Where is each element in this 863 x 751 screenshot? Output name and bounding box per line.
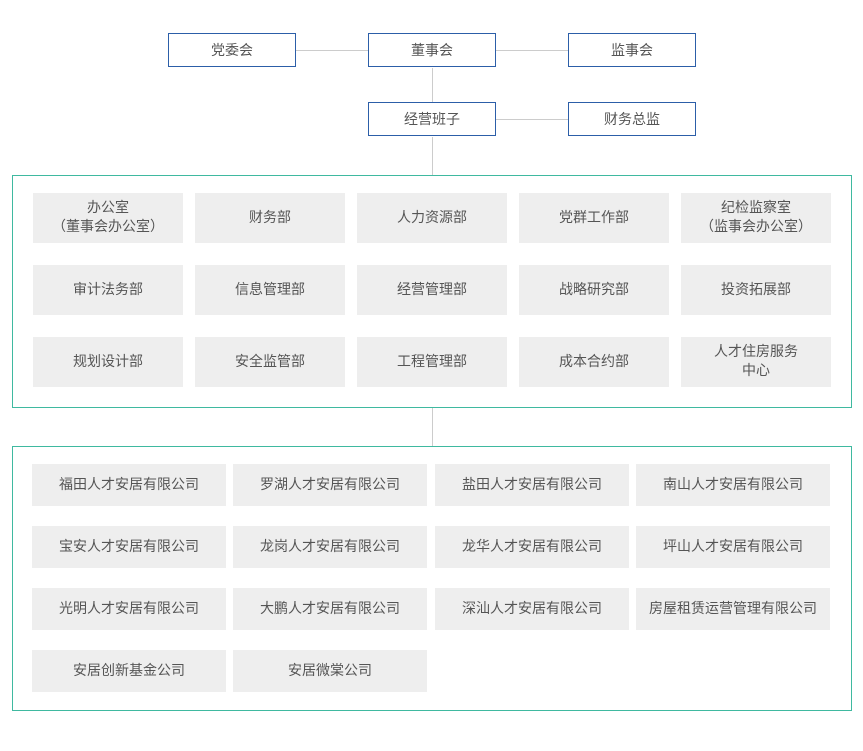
- subsidiary-cell: 安居创新基金公司: [32, 650, 226, 692]
- subsidiary-label: 房屋租赁运营管理有限公司: [649, 600, 817, 617]
- connector-party-board: [296, 50, 368, 51]
- department-cell: 工程管理部: [357, 337, 507, 387]
- party-committee-box: 党委会: [168, 33, 296, 67]
- department-label: 中心: [742, 363, 770, 379]
- department-label: 审计法务部: [73, 281, 143, 298]
- subsidiary-label: 深汕人才安居有限公司: [462, 600, 602, 617]
- subsidiary-cell: 大鹏人才安居有限公司: [233, 588, 427, 630]
- department-label: （监事会办公室）: [700, 219, 812, 235]
- cfo-box: 财务总监: [568, 102, 696, 136]
- department-cell: 财务部: [195, 193, 345, 243]
- subsidiary-label: 安居创新基金公司: [73, 662, 185, 679]
- department-cell: 办公室 （董事会办公室）: [33, 193, 183, 243]
- subsidiary-cell: 龙华人才安居有限公司: [435, 526, 629, 568]
- department-cell: 安全监管部: [195, 337, 345, 387]
- department-cell: 人力资源部: [357, 193, 507, 243]
- department-label: 办公室: [87, 200, 129, 216]
- department-cell: 纪检监察室 （监事会办公室）: [681, 193, 831, 243]
- department-cell: 审计法务部: [33, 265, 183, 315]
- subsidiary-label: 大鹏人才安居有限公司: [260, 600, 400, 617]
- subsidiary-cell: 深汕人才安居有限公司: [435, 588, 629, 630]
- connector-management-departments: [432, 137, 433, 175]
- subsidiary-label: 宝安人才安居有限公司: [59, 538, 199, 555]
- department-label: 信息管理部: [235, 281, 305, 298]
- subsidiary-cell: 龙岗人才安居有限公司: [233, 526, 427, 568]
- department-label: 战略研究部: [559, 281, 629, 298]
- department-label: 纪检监察室: [721, 200, 791, 216]
- subsidiary-cell: 宝安人才安居有限公司: [32, 526, 226, 568]
- department-cell: 人才住房服务中心: [681, 337, 831, 387]
- subsidiary-label: 龙岗人才安居有限公司: [260, 538, 400, 555]
- subsidiary-label: 福田人才安居有限公司: [59, 476, 199, 493]
- department-cell: 投资拓展部: [681, 265, 831, 315]
- subsidiary-cell: 房屋租赁运营管理有限公司: [636, 588, 830, 630]
- subsidiary-cell: 罗湖人才安居有限公司: [233, 464, 427, 506]
- subsidiary-label: 南山人才安居有限公司: [663, 476, 803, 493]
- department-cell: 规划设计部: [33, 337, 183, 387]
- connector-board-supervisors: [496, 50, 568, 51]
- subsidiary-label: 安居微棠公司: [288, 662, 372, 679]
- subsidiary-cell: 南山人才安居有限公司: [636, 464, 830, 506]
- department-label: 安全监管部: [235, 353, 305, 370]
- connector-departments-companies: [432, 407, 433, 446]
- board-of-supervisors-box: 监事会: [568, 33, 696, 67]
- connector-management-cfo: [496, 119, 568, 120]
- board-of-directors-box: 董事会: [368, 33, 496, 67]
- department-label: 经营管理部: [397, 281, 467, 298]
- department-cell: 成本合约部: [519, 337, 669, 387]
- subsidiary-cell: 光明人才安居有限公司: [32, 588, 226, 630]
- subsidiary-cell: 福田人才安居有限公司: [32, 464, 226, 506]
- department-label: 人才住房服务: [714, 344, 798, 360]
- subsidiary-label: 龙华人才安居有限公司: [462, 538, 602, 555]
- department-cell: 党群工作部: [519, 193, 669, 243]
- subsidiary-label: 罗湖人才安居有限公司: [260, 476, 400, 493]
- subsidiary-label: 盐田人才安居有限公司: [462, 476, 602, 493]
- department-label: 人力资源部: [397, 209, 467, 226]
- department-cell: 经营管理部: [357, 265, 507, 315]
- department-cell: 战略研究部: [519, 265, 669, 315]
- department-label: 规划设计部: [73, 353, 143, 370]
- department-label: 投资拓展部: [721, 281, 791, 298]
- department-label: 工程管理部: [397, 353, 467, 370]
- subsidiary-label: 坪山人才安居有限公司: [663, 538, 803, 555]
- connector-board-management: [432, 68, 433, 102]
- department-cell: 信息管理部: [195, 265, 345, 315]
- department-label: 党群工作部: [559, 209, 629, 226]
- subsidiary-cell: 坪山人才安居有限公司: [636, 526, 830, 568]
- subsidiary-label: 光明人才安居有限公司: [59, 600, 199, 617]
- management-team-box: 经营班子: [368, 102, 496, 136]
- department-label: （董事会办公室）: [52, 219, 164, 235]
- department-label: 成本合约部: [559, 353, 629, 370]
- subsidiary-cell: 安居微棠公司: [233, 650, 427, 692]
- subsidiary-cell: 盐田人才安居有限公司: [435, 464, 629, 506]
- department-label: 财务部: [249, 209, 291, 226]
